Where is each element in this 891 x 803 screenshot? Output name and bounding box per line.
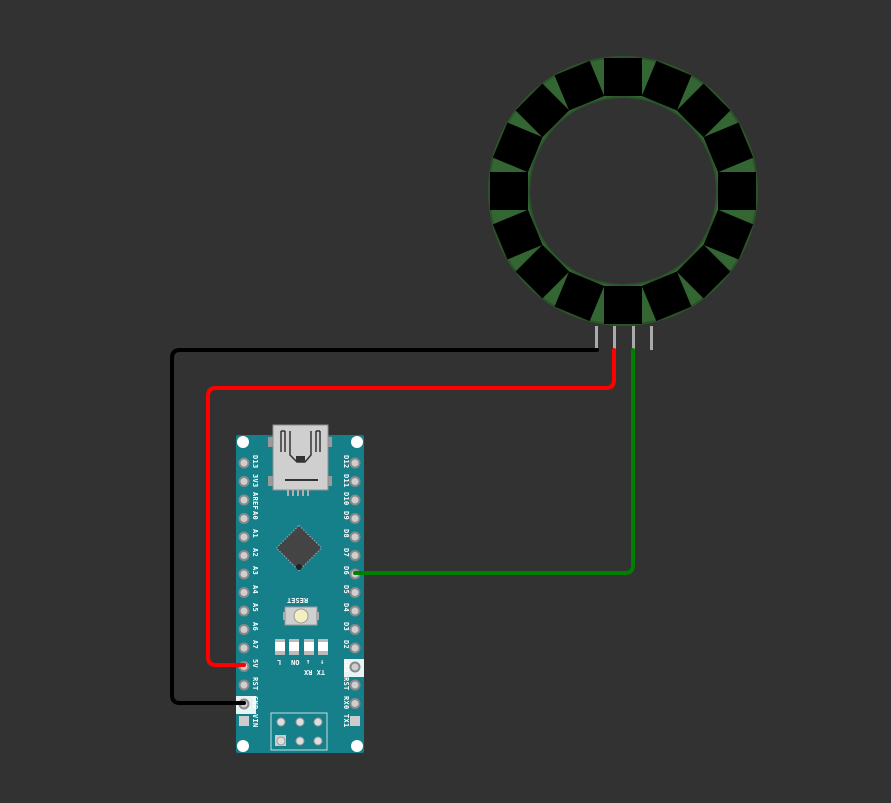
pin-label-rst: RST: [342, 677, 350, 691]
pin-a1: [238, 531, 250, 543]
reset-button[interactable]: [283, 606, 319, 626]
pin-label-a5: A5: [251, 603, 259, 613]
pin-label-d10: D10: [342, 492, 350, 506]
led-label: ↓: [306, 658, 311, 666]
pin-a6: [238, 624, 250, 635]
mounting-hole: [237, 436, 249, 448]
neopixel-ring[interactable]: [488, 56, 758, 350]
mounting-hole: [351, 740, 363, 752]
pin-d3: [349, 624, 361, 635]
neopixel-led: [554, 60, 605, 111]
ring-pin-gnd: [595, 326, 598, 350]
icsp-header: [270, 712, 328, 751]
pin-rst: [238, 679, 250, 691]
ring-pins: [595, 326, 653, 350]
pin-d7: [349, 550, 361, 561]
neopixel-led: [641, 271, 692, 322]
pin-rst: [349, 679, 361, 691]
led-label: ↑: [320, 658, 325, 666]
pin-label-5v: 5V: [251, 658, 259, 668]
pin-label-d6: D6: [342, 566, 350, 576]
txrx-label: TX RX: [304, 668, 326, 676]
pin-a2: [238, 550, 250, 561]
mounting-hole: [237, 740, 249, 752]
neopixel-led: [554, 271, 605, 322]
pin-label-tx1: TX1: [342, 714, 350, 728]
reset-label: RESET: [287, 596, 309, 604]
pin-a0: [238, 513, 250, 524]
neopixel-led: [490, 172, 528, 210]
pin-d2: [349, 642, 361, 654]
pin-label-a4: A4: [251, 584, 259, 594]
pin-label-aref: AREF: [251, 492, 259, 511]
pin-d9: [349, 513, 361, 524]
pin-vin-square: [239, 716, 249, 726]
pin-label-rst: RST: [251, 677, 259, 691]
pin-rx0: [349, 698, 361, 709]
pin-d5: [349, 587, 361, 598]
pin-aref: [238, 494, 250, 506]
neopixel-led: [492, 122, 543, 173]
neopixel-led: [703, 209, 754, 260]
pin-label-vin: VIN: [251, 714, 259, 728]
pin-label-d13: D13: [251, 455, 259, 469]
pin-label-a1: A1: [251, 529, 259, 539]
pin-a3: [238, 568, 250, 580]
pin-3v3: [238, 476, 250, 487]
pin-gnd-right: [349, 661, 361, 673]
pin-label-a6: A6: [251, 621, 259, 631]
pin-d10: [349, 494, 361, 506]
pin-d8: [349, 531, 361, 543]
led-label: L: [277, 658, 282, 666]
pin-label-d8: D8: [342, 529, 350, 539]
gnd-wire: [170, 348, 599, 705]
pin-label-gnd: GND: [251, 695, 259, 710]
pin-label-d4: D4: [342, 603, 350, 613]
neopixel-led: [492, 209, 543, 260]
power-wire: [206, 348, 616, 667]
neopixel-pixels: [490, 58, 756, 324]
status-leds: [275, 639, 328, 655]
pin-label-a2: A2: [251, 547, 259, 557]
pin-d4: [349, 605, 361, 617]
pin-label-d3: D3: [342, 621, 350, 631]
pin-label-gnd: GND: [342, 658, 350, 673]
pin-label-d11: D11: [342, 473, 350, 488]
neopixel-led: [703, 122, 754, 173]
pin-label-d2: D2: [342, 640, 350, 650]
neopixel-led: [641, 60, 692, 111]
neopixel-led: [604, 58, 642, 96]
pin-label-a3: A3: [251, 566, 259, 576]
pin-tx1-square: [350, 716, 360, 726]
pin-d11: [349, 476, 361, 487]
neopixel-led: [718, 172, 756, 210]
pin-label-d5: D5: [342, 584, 350, 594]
usb-connector: [268, 424, 332, 496]
pin-label-3v3: 3V3: [251, 473, 259, 488]
pin-label-a7: A7: [251, 640, 259, 650]
pin-d12: [349, 457, 361, 469]
mounting-hole: [351, 436, 363, 448]
pin-label-d9: D9: [342, 510, 350, 520]
ring-pin-vcc: [613, 326, 616, 350]
right-pin-header: [349, 457, 361, 709]
ring-pin-dout: [650, 326, 653, 350]
pin-a7: [238, 642, 250, 654]
pin-a4: [238, 587, 250, 598]
led-label: ON: [291, 658, 300, 666]
neopixel-led: [604, 286, 642, 324]
pin-label-d7: D7: [342, 547, 350, 557]
wires[interactable]: [170, 348, 635, 705]
pin-label-d12: D12: [342, 455, 350, 469]
pin-label-rx0: RX0: [342, 695, 350, 710]
pin-label-a0: A0: [251, 510, 259, 520]
pin-d13: [238, 457, 250, 469]
pin-a5: [238, 605, 250, 617]
ring-pin-din: [632, 326, 635, 350]
microcontroller-chip: [275, 524, 323, 572]
data-wire: [353, 348, 635, 575]
